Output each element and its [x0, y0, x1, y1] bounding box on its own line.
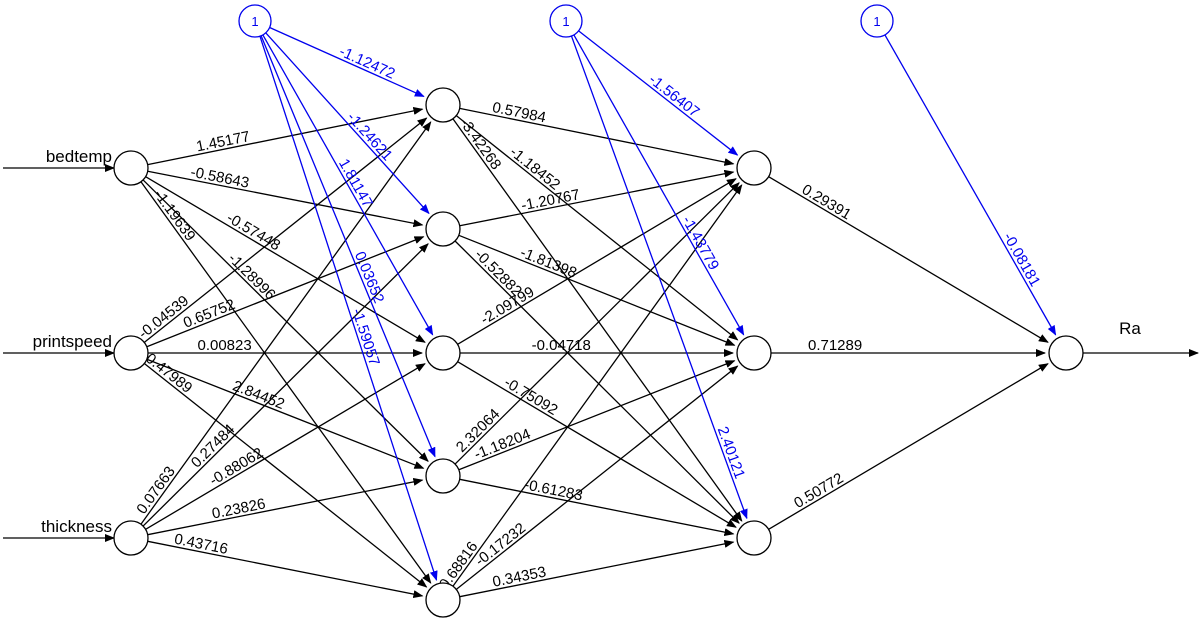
edge-bias-to-hidden1 — [260, 35, 436, 458]
bias-weight-label: -1.56407 — [645, 71, 702, 121]
edge-bias-to-hidden2 — [578, 30, 739, 156]
hidden1-node — [425, 211, 461, 247]
edge-hidden1-to-hidden2 — [459, 478, 735, 537]
weight-label: 0.23826 — [210, 495, 267, 522]
edge-hidden1-to-hidden2 — [458, 360, 736, 471]
bias-weight-label: 1.81147 — [335, 156, 376, 211]
edge-bias-to-output — [884, 34, 1057, 336]
edge-input-to-hidden1 — [140, 121, 432, 525]
hidden1-node — [425, 335, 461, 371]
edge-input-to-hidden1 — [147, 170, 424, 228]
weight-label: 0.07663 — [133, 463, 178, 517]
edge-hidden1-to-hidden2 — [459, 107, 735, 166]
edge-bias-to-hidden1 — [262, 34, 434, 336]
node-layer: 1 1 1 — [113, 4, 1084, 618]
weight-label: 0.71289 — [808, 337, 862, 354]
bias-node — [860, 4, 894, 38]
hidden2-node — [736, 150, 772, 186]
edge-input-to-hidden1 — [145, 363, 426, 530]
weight-label-layer: bedtemp printspeed thickness Ra 1.45177 -0.58… — [33, 43, 1142, 592]
input-label-thickness: thickness — [41, 517, 112, 536]
connection-layer — [3, 26, 1199, 599]
bias-weight-label: -1.12472 — [337, 43, 398, 83]
input-label-bedtemp: bedtemp — [46, 147, 112, 166]
weight-label: 0.57984 — [491, 99, 548, 126]
edge-bias-to-hidden2 — [570, 35, 748, 520]
edge-input-to-hidden1 — [142, 179, 429, 462]
edge-hidden1-to-hidden2 — [458, 234, 736, 346]
edge-input-to-hidden1 — [147, 540, 424, 599]
weight-label: -0.57448 — [224, 209, 284, 254]
edge-input-to-hidden1 — [142, 243, 429, 527]
edge-input-to-hidden1 — [145, 176, 426, 343]
weight-label: -1.81398 — [518, 244, 579, 282]
bias-weight-label: 0.03652 — [351, 249, 387, 306]
bias-node — [549, 4, 583, 38]
bias-weight-label: -1.59057 — [348, 306, 382, 368]
edge-hidden1-to-hidden2 — [454, 182, 740, 465]
hidden1-node — [425, 458, 461, 494]
edge-hidden1-to-hidden2 — [452, 118, 743, 522]
weight-label: -0.58643 — [189, 164, 250, 192]
edge-hidden2-to-output — [768, 176, 1049, 343]
hidden1-node — [425, 582, 461, 618]
edge-input-to-hidden1 — [140, 181, 432, 584]
weight-label: -0.17232 — [472, 520, 529, 570]
edge-bias-to-hidden1 — [265, 32, 430, 215]
hidden1-node — [425, 87, 461, 123]
edge-input-to-hidden1 — [143, 363, 428, 588]
input-node — [113, 150, 149, 186]
edge-bias-to-hidden1 — [269, 26, 425, 98]
weight-label: 0.43716 — [173, 531, 230, 558]
output-label: Ra — [1119, 319, 1141, 338]
edge-hidden1-to-hidden2 — [457, 178, 737, 345]
weight-label: -1.18452 — [506, 143, 563, 193]
weight-label: 0.50772 — [791, 470, 846, 512]
hidden2-node — [736, 335, 772, 371]
bias-node — [238, 4, 272, 38]
weight-label: 2.84452 — [230, 377, 287, 413]
output-node — [1048, 335, 1084, 371]
input-node — [113, 520, 149, 556]
weight-label: 0.65752 — [181, 296, 238, 332]
edge-hidden1-to-hidden2 — [454, 240, 740, 524]
edge-hidden1-to-hidden2 — [455, 115, 739, 341]
weight-label: -3.42268 — [456, 115, 504, 173]
edge-hidden1-to-hidden2 — [457, 361, 737, 528]
weight-label: 1.45177 — [195, 128, 252, 155]
edge-input-to-hidden1 — [143, 117, 428, 343]
bias-weight-label: -1.24621 — [343, 109, 395, 164]
edge-hidden1-to-hidden2 — [459, 539, 735, 598]
weight-label: 0.29391 — [799, 181, 854, 223]
edge-hidden1-to-hidden2 — [455, 365, 739, 590]
edge-input-to-hidden1 — [146, 236, 425, 348]
bias-weight-label: 2.40121 — [714, 424, 749, 481]
bias-node-label: 1 — [873, 14, 880, 29]
edge-hidden1-to-hidden2 — [452, 184, 743, 587]
bias-weight-label: -0.08181 — [999, 230, 1043, 290]
weight-label: 0.34353 — [491, 564, 548, 591]
edge-input-to-hidden1 — [147, 107, 424, 166]
bias-node-label: 1 — [562, 14, 569, 29]
weight-label: -0.61283 — [523, 476, 584, 504]
weight-label: -0.04718 — [532, 337, 591, 354]
edge-bias-to-hidden2 — [573, 34, 745, 336]
input-node — [113, 335, 149, 371]
weight-label: -0.75092 — [501, 374, 561, 419]
edge-input-to-hidden1 — [146, 358, 425, 469]
input-label-printspeed: printspeed — [33, 332, 112, 351]
edge-hidden2-to-output — [768, 363, 1049, 530]
edge-hidden1-to-hidden2 — [459, 169, 735, 227]
weight-label: -1.19639 — [150, 186, 198, 244]
bias-node-label: 1 — [251, 14, 258, 29]
edge-bias-to-hidden1 — [259, 36, 438, 581]
edge-input-to-hidden1 — [147, 477, 424, 536]
weight-label: 0.00823 — [197, 337, 251, 354]
hidden2-node — [736, 520, 772, 556]
